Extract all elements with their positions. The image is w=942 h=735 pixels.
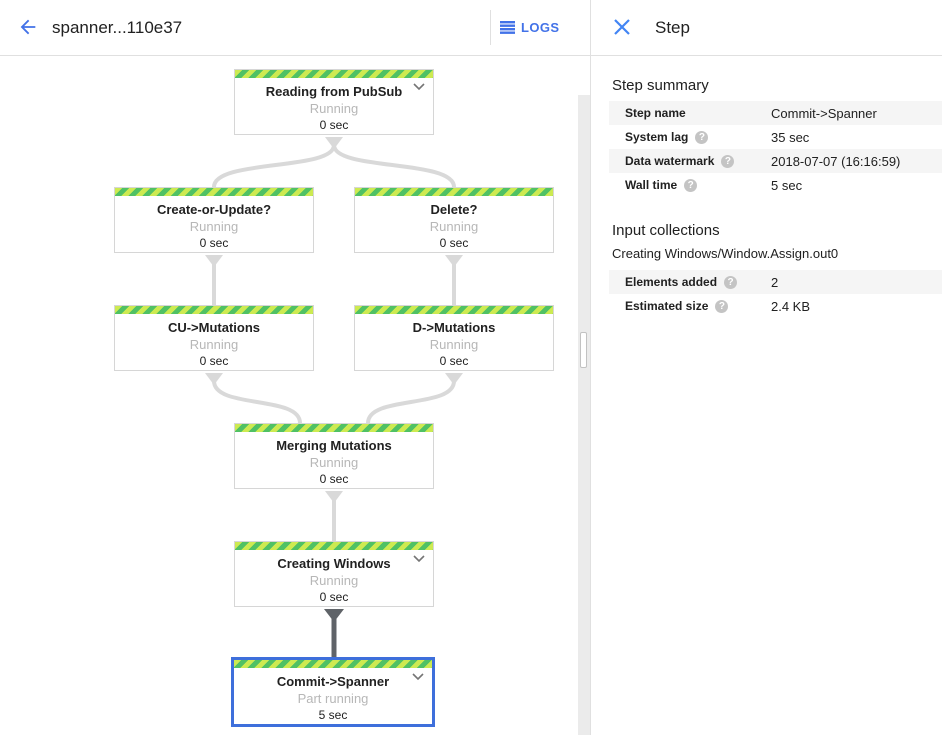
table-row: Wall time 5 sec: [609, 173, 942, 197]
node-title: Merging Mutations: [276, 438, 392, 453]
graph-node-create-or-update[interactable]: Create-or-Update? Running 0 sec: [114, 187, 314, 253]
help-icon[interactable]: [724, 275, 738, 289]
graph-scrollbar-track[interactable]: [578, 95, 590, 735]
status-stripe: [115, 188, 313, 196]
help-icon[interactable]: [715, 299, 729, 313]
back-button[interactable]: [14, 14, 42, 42]
node-status: Running: [309, 573, 359, 588]
input-collections-heading: Input collections: [612, 222, 720, 239]
graph-node-commit-spanner[interactable]: Commit->Spanner Part running 5 sec: [231, 657, 435, 727]
logs-list-icon: [500, 21, 515, 34]
status-stripe: [234, 660, 432, 668]
status-stripe: [355, 188, 553, 196]
input-collections-table: Elements added 2 Estimated size 2.4 KB: [609, 270, 942, 318]
graph-node-reading-from-pubsub[interactable]: Reading from PubSub Running 0 sec: [234, 69, 434, 135]
chevron-down-icon[interactable]: [413, 83, 425, 91]
status-stripe: [235, 70, 433, 78]
row-label: Data watermark: [609, 154, 771, 168]
row-value: 2: [771, 274, 779, 290]
step-summary-table: Step name Commit->Spanner System lag 35 …: [609, 101, 942, 197]
node-status: Part running: [297, 691, 369, 706]
pipeline-graph: Reading from PubSub Running 0 sec Create…: [114, 69, 554, 727]
node-time: 0 sec: [439, 236, 469, 250]
back-arrow-icon: [20, 19, 36, 34]
input-collection-name: Creating Windows/Window.Assign.out0: [612, 246, 839, 261]
status-stripe: [235, 424, 433, 432]
node-title: CU->Mutations: [167, 320, 261, 335]
node-time: 5 sec: [318, 708, 348, 722]
node-status: Running: [189, 219, 239, 234]
graph-node-cu-mutations[interactable]: CU->Mutations Running 0 sec: [114, 305, 314, 371]
node-time: 0 sec: [199, 236, 229, 250]
close-icon: [614, 18, 630, 35]
graph-node-merging-mutations[interactable]: Merging Mutations Running 0 sec: [234, 423, 434, 489]
page-title: spanner...110e37: [52, 18, 183, 37]
logs-button-label: LOGS: [521, 20, 560, 35]
node-time: 0 sec: [319, 118, 349, 132]
node-time: 0 sec: [319, 472, 349, 486]
node-time: 0 sec: [439, 354, 469, 368]
panel-divider: [590, 0, 591, 735]
node-title: Create-or-Update?: [156, 202, 272, 217]
node-time: 0 sec: [199, 354, 229, 368]
panel-close-button[interactable]: [610, 16, 634, 40]
step-panel: Step summary Step name Commit->Spanner S…: [591, 56, 942, 735]
node-status: Running: [309, 455, 359, 470]
status-stripe: [355, 306, 553, 314]
node-title: Reading from PubSub: [265, 84, 403, 99]
node-title: Delete?: [430, 202, 478, 217]
node-status: Running: [429, 337, 479, 352]
status-stripe: [235, 542, 433, 550]
row-value: Commit->Spanner: [771, 105, 877, 121]
logs-button[interactable]: LOGS: [500, 0, 559, 55]
row-label: Elements added: [609, 275, 771, 289]
app-header: spanner...110e37 LOGS Step: [0, 0, 942, 56]
node-title: D->Mutations: [412, 320, 496, 335]
row-label: Estimated size: [609, 299, 771, 313]
node-time: 0 sec: [319, 590, 349, 604]
node-status: Running: [429, 219, 479, 234]
node-title: Creating Windows: [277, 556, 391, 571]
status-stripe: [115, 306, 313, 314]
table-row: Estimated size 2.4 KB: [609, 294, 942, 318]
panel-title: Step: [655, 18, 690, 37]
graph-node-delete[interactable]: Delete? Running 0 sec: [354, 187, 554, 253]
row-value: 2.4 KB: [771, 298, 811, 314]
graph-node-creating-windows[interactable]: Creating Windows Running 0 sec: [234, 541, 434, 607]
chevron-down-icon[interactable]: [413, 555, 425, 563]
step-summary-heading: Step summary: [612, 77, 709, 94]
table-row: System lag 35 sec: [609, 125, 942, 149]
row-label: System lag: [609, 130, 771, 144]
help-icon[interactable]: [721, 154, 735, 168]
row-label: Wall time: [609, 178, 771, 192]
table-row: Data watermark 2018-07-07 (16:16:59): [609, 149, 942, 173]
header-divider: [490, 10, 491, 45]
node-title: Commit->Spanner: [276, 674, 390, 689]
graph-scrollbar-thumb[interactable]: [580, 332, 587, 368]
graph-node-d-mutations[interactable]: D->Mutations Running 0 sec: [354, 305, 554, 371]
row-value: 35 sec: [771, 129, 810, 145]
table-row: Step name Commit->Spanner: [609, 101, 942, 125]
help-icon[interactable]: [695, 130, 709, 144]
help-icon[interactable]: [684, 178, 698, 192]
row-label: Step name: [625, 106, 686, 120]
table-row: Elements added 2: [609, 270, 942, 294]
row-value: 5 sec: [771, 177, 803, 193]
chevron-down-icon[interactable]: [412, 673, 424, 681]
node-status: Running: [189, 337, 239, 352]
node-status: Running: [309, 101, 359, 116]
row-value: 2018-07-07 (16:16:59): [771, 153, 901, 169]
